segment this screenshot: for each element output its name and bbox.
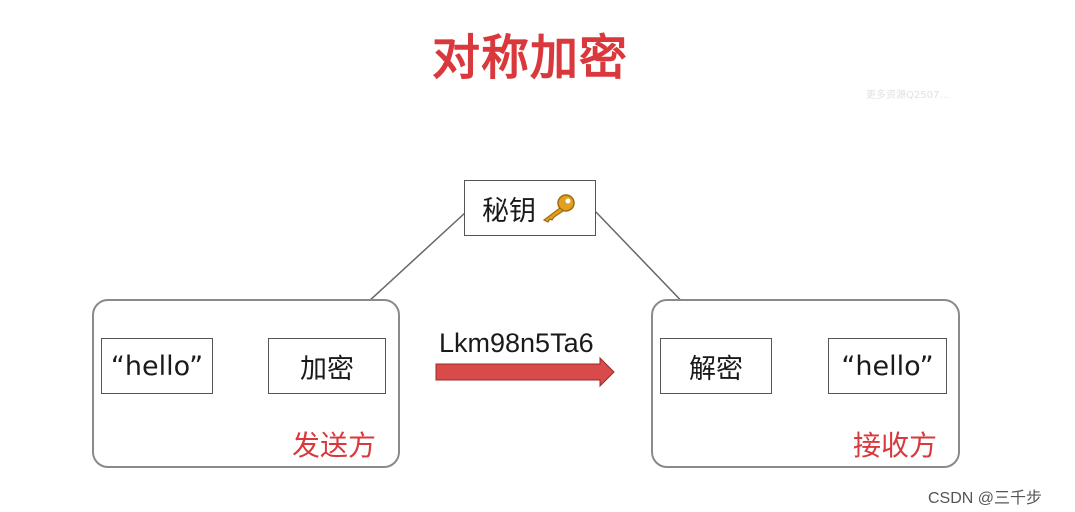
encrypt-box: 加密 — [268, 338, 386, 394]
receiver-plaintext-box: “hello” — [828, 338, 947, 394]
key-label: 秘钥 — [482, 195, 536, 227]
decrypt-box: 解密 — [660, 338, 772, 394]
sender-plaintext-box: “hello” — [101, 338, 213, 394]
receiver-label: 接收方 — [853, 429, 938, 462]
key-box: 秘钥 — [464, 180, 596, 236]
sender-label: 发送方 — [292, 429, 377, 462]
key-icon — [538, 193, 578, 223]
diagram-title: 对称加密 — [431, 30, 628, 86]
ciphertext-label: Lkm98n5Ta6 — [439, 328, 594, 358]
transmit-arrow — [435, 356, 615, 388]
csdn-watermark: CSDN @三千步 — [928, 490, 1043, 507]
watermark-top: 更多资源Q2507... — [866, 90, 949, 101]
